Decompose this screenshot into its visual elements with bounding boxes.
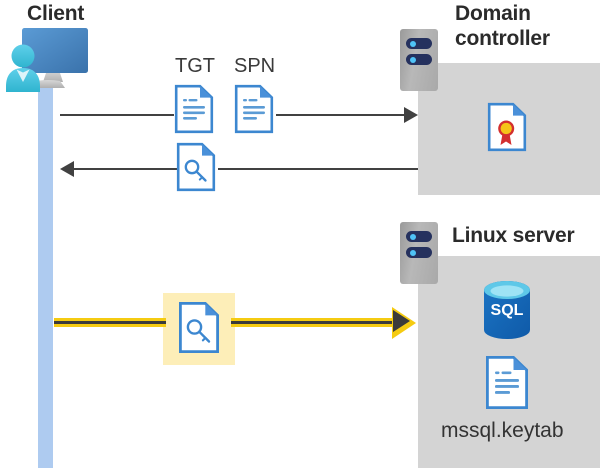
sql-database-icon: SQL — [484, 281, 530, 339]
keytab-filename-label: mssql.keytab — [441, 419, 564, 442]
rack-led-icon — [410, 56, 416, 63]
service-ticket-arrowhead-inner-icon — [393, 310, 410, 332]
client-title: Client — [27, 2, 85, 25]
key-document-icon — [176, 142, 216, 192]
linux-server-title: Linux server — [452, 224, 575, 247]
certificate-document-icon — [487, 102, 527, 152]
client-computer-user-icon — [6, 28, 88, 92]
rack-led-icon — [410, 249, 416, 256]
request-line-segment-left — [60, 114, 174, 116]
tgt-document-icon — [174, 84, 214, 134]
sql-label: SQL — [491, 302, 524, 319]
client-lifeline — [38, 86, 53, 468]
response-arrowhead-icon — [60, 161, 74, 177]
rack-slot — [406, 38, 432, 49]
request-arrowhead-icon — [404, 107, 418, 123]
rack-led-icon — [410, 233, 416, 240]
spn-document-icon — [234, 84, 274, 134]
rack-led-icon — [410, 40, 416, 47]
linux-server-rack-icon — [400, 222, 438, 284]
domain-controller-server-rack-icon — [400, 29, 438, 91]
domain-controller-title: Domain controller — [455, 2, 550, 50]
rack-slot — [406, 231, 432, 242]
response-line-segment-left — [74, 168, 178, 170]
rack-slot — [406, 54, 432, 65]
service-ticket-key-document-icon — [179, 302, 219, 353]
keytab-document-icon — [486, 356, 528, 409]
response-line-segment-right — [218, 168, 418, 170]
tgt-label: TGT — [175, 55, 215, 77]
rack-slot — [406, 247, 432, 258]
request-line-segment-right — [276, 114, 407, 116]
spn-label: SPN — [234, 55, 276, 77]
service-ticket-line-segment-right — [231, 318, 399, 327]
service-ticket-line-segment-left — [54, 318, 166, 327]
